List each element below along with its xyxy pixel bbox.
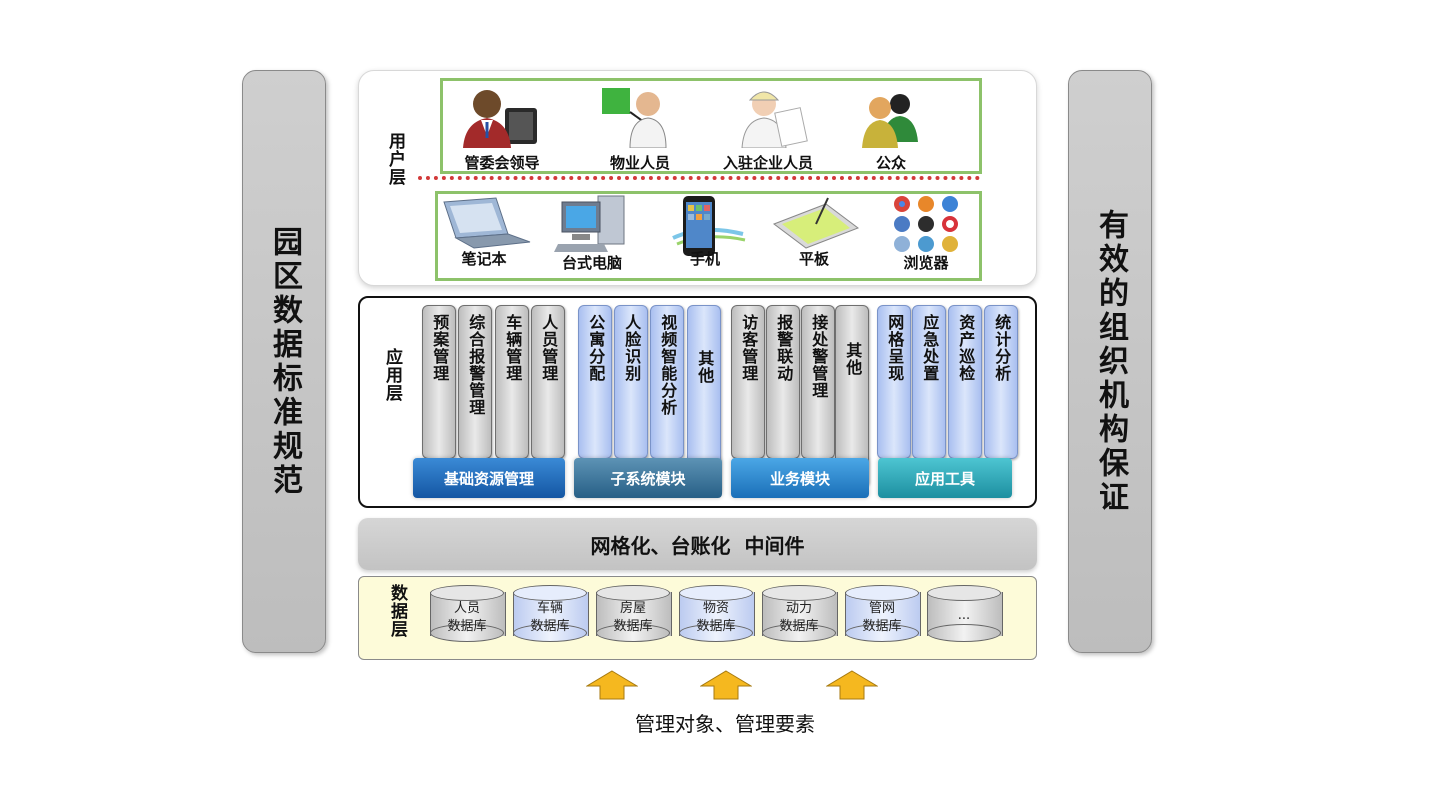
device-desktop: 台式电脑	[552, 194, 632, 273]
database-icon: 房屋数据库	[596, 585, 670, 643]
middleware-bar: 网格化、台账化 中间件	[358, 518, 1037, 570]
database-icon: 人员数据库	[430, 585, 504, 643]
user-label: 入驻企业人员	[712, 152, 824, 173]
footer-caption: 管理对象、管理要素	[560, 708, 890, 737]
user-layer-label: 用户层	[386, 132, 403, 186]
category-tools: 应用工具	[878, 458, 1012, 498]
app-item: 接处警管理	[801, 305, 835, 459]
user-label: 公众	[846, 152, 936, 173]
database-icon: 物资数据库	[679, 585, 753, 643]
right-pillar-text: 有效的组织机构保证	[1088, 209, 1132, 515]
device-label: 台式电脑	[552, 252, 632, 273]
presenter-icon	[600, 84, 680, 148]
app-item: 车辆管理	[495, 305, 529, 459]
category-basic-resources: 基础资源管理	[413, 458, 565, 498]
device-label: 平板	[766, 248, 862, 269]
category-subsystem: 子系统模块	[574, 458, 722, 498]
user-leader: 管委会领导	[452, 84, 552, 173]
app-item: 资产巡检	[948, 305, 982, 459]
device-browser: 浏览器	[884, 194, 968, 273]
device-label: 笔记本	[432, 248, 536, 269]
category-business: 业务模块	[731, 458, 869, 498]
leader-icon	[457, 84, 547, 148]
app-item: 访客管理	[731, 305, 765, 459]
app-item: 网格呈现	[877, 305, 911, 459]
app-layer-label: 应用层	[383, 348, 400, 402]
app-item: 综合报警管理	[458, 305, 492, 459]
engineer-icon	[728, 84, 808, 148]
user-property-staff: 物业人员	[590, 84, 690, 173]
database-icon: ...	[927, 585, 1001, 643]
app-item: 应急处置	[912, 305, 946, 459]
device-phone: 手机	[660, 194, 750, 269]
up-arrow-icon	[826, 670, 878, 700]
laptop-icon	[434, 194, 534, 250]
database-icon: 车辆数据库	[513, 585, 587, 643]
database-icon: 管网数据库	[845, 585, 919, 643]
device-label: 浏览器	[884, 252, 968, 273]
middleware-text: 网格化、台账化 中间件	[591, 530, 805, 559]
public-icon	[856, 84, 926, 148]
browser-icons	[886, 194, 966, 254]
user-public: 公众	[846, 84, 936, 173]
up-arrow-icon	[586, 670, 638, 700]
app-item: 公寓分配	[578, 305, 612, 459]
app-item: 视频智能分析	[650, 305, 684, 459]
layer-divider	[418, 176, 980, 180]
left-pillar-text: 园区数据标准规范	[262, 226, 306, 498]
user-label: 物业人员	[590, 152, 690, 173]
user-label: 管委会领导	[452, 152, 552, 173]
desktop-icon	[554, 194, 630, 254]
up-arrow-icon	[700, 670, 752, 700]
app-item: 人脸识别	[614, 305, 648, 459]
data-layer-label: 数据层	[388, 584, 405, 638]
user-enterprise-staff: 入驻企业人员	[712, 84, 824, 173]
right-pillar: 有效的组织机构保证	[1068, 70, 1152, 653]
app-item: 预案管理	[422, 305, 456, 459]
app-item: 统计分析	[984, 305, 1018, 459]
device-laptop: 笔记本	[432, 194, 536, 269]
app-item: 报警联动	[766, 305, 800, 459]
left-pillar: 园区数据标准规范	[242, 70, 326, 653]
app-item: 人员管理	[531, 305, 565, 459]
device-tablet: 平板	[766, 194, 862, 269]
database-icon: 动力数据库	[762, 585, 836, 643]
tablet-icon	[768, 194, 860, 250]
